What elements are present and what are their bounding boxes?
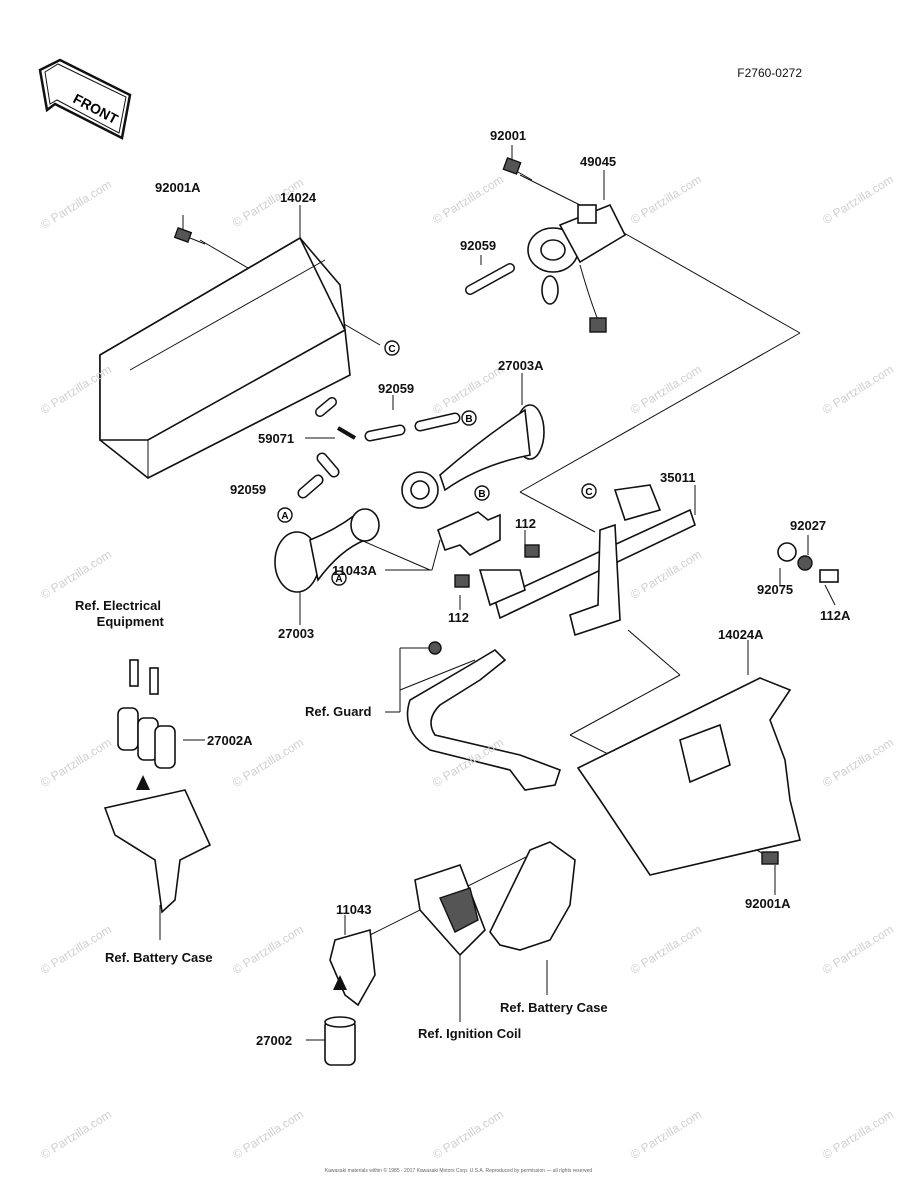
copyright-footer: Kawasaki materials within © 1985 - 2017 … <box>324 1168 593 1174</box>
cover-14024 <box>99 236 351 479</box>
part-27003A[interactable]: 27003A <box>498 358 544 373</box>
bracket-11043 <box>329 928 376 1007</box>
battery-case-bracket-right <box>489 841 576 951</box>
part-92027[interactable]: 92027 <box>790 518 827 533</box>
part-92059-top[interactable]: 92059 <box>460 238 497 253</box>
relays-27002A <box>117 659 176 769</box>
part-11043[interactable]: 11043 <box>336 902 372 917</box>
svg-text:C: C <box>388 344 395 355</box>
bracket-35011 <box>478 484 696 637</box>
ref-electrical-equipment: Ref. Electrical Equipment <box>75 598 164 629</box>
callout-b-top: B <box>461 410 477 426</box>
callout-c-top: C <box>384 340 400 356</box>
part-92001A-bottom[interactable]: 92001A <box>745 896 791 911</box>
svg-text:A: A <box>335 574 342 585</box>
svg-text:B: B <box>465 414 472 425</box>
callout-a-mid: A <box>331 570 347 586</box>
part-59071[interactable]: 59071 <box>258 431 295 446</box>
hoses-59071 <box>297 397 461 499</box>
ref-ignition-coil: Ref. Ignition Coil <box>418 1026 522 1041</box>
part-27003[interactable]: 27003 <box>278 626 315 641</box>
horn-27003A <box>401 404 545 509</box>
svg-text:B: B <box>478 489 485 500</box>
switch-49045 <box>527 203 627 333</box>
ref-battery-case-left: Ref. Battery Case <box>105 950 213 965</box>
part-35011[interactable]: 35011 <box>660 470 696 485</box>
part-14024[interactable]: 14024 <box>280 190 317 205</box>
bolt-92001 <box>502 157 533 181</box>
battery-case-bracket-left <box>103 775 212 914</box>
tube-92059-top <box>465 263 515 295</box>
relay-27002 <box>324 1016 356 1066</box>
part-112-lower[interactable]: 112 <box>448 610 469 625</box>
callout-c-mid: C <box>581 483 597 499</box>
horn-27003 <box>274 508 380 593</box>
ref-guard: Ref. Guard <box>305 704 372 719</box>
callouts: C B B A A C <box>277 340 597 586</box>
part-92059-mid[interactable]: 92059 <box>378 381 415 396</box>
svg-text:C: C <box>585 487 592 498</box>
cover-14024A <box>576 677 801 876</box>
bolts-112 <box>454 542 839 588</box>
bracket-11043A <box>437 511 501 556</box>
part-92001[interactable]: 92001 <box>490 128 527 143</box>
part-92075[interactable]: 92075 <box>757 582 794 597</box>
ignition-coil <box>414 863 486 957</box>
part-27002[interactable]: 27002 <box>256 1033 293 1048</box>
part-14024A[interactable]: 14024A <box>718 627 764 642</box>
part-92001A-top[interactable]: 92001A <box>155 180 201 195</box>
front-arrow-icon: FRONT <box>38 58 132 140</box>
part-27002A[interactable]: 27002A <box>207 733 253 748</box>
guard <box>406 641 562 791</box>
bolt-92001A-top <box>173 227 206 245</box>
part-92059-low[interactable]: 92059 <box>230 482 267 497</box>
part-112A[interactable]: 112A <box>820 608 851 623</box>
bolt-92001A-bottom <box>761 851 779 865</box>
ref-battery-case-right: Ref. Battery Case <box>500 1000 608 1015</box>
callout-a-left: A <box>277 507 293 523</box>
part-49045[interactable]: 49045 <box>580 154 617 169</box>
svg-text:A: A <box>281 511 288 522</box>
part-11043A[interactable]: 11043A <box>332 563 377 578</box>
callout-b-mid: B <box>474 485 490 501</box>
part-112-upper[interactable]: 112 <box>515 516 536 531</box>
diagram-code: F2760-0272 <box>737 66 802 80</box>
